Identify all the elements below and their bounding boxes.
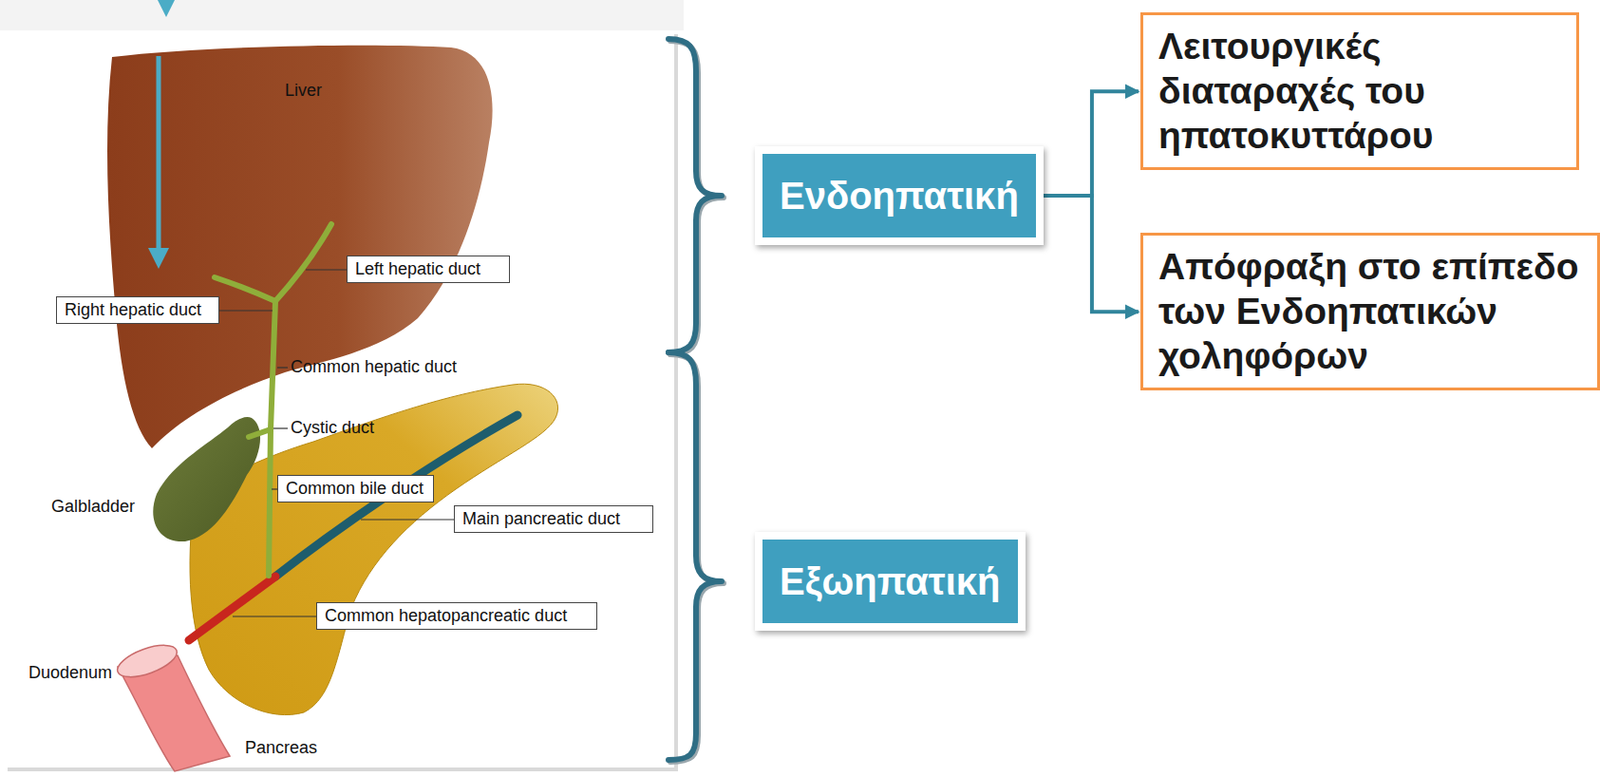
box-text: Λειτουργικές διαταραχές του ηπατοκυττάρο… — [1158, 24, 1562, 158]
illustration-panel — [3, 30, 675, 768]
brace — [668, 352, 722, 760]
brace — [668, 38, 722, 353]
box-text: Ενδοηπατική — [762, 153, 1036, 238]
incoming-arrow-tip — [157, 0, 175, 18]
part-label-box: Common hepatopancreatic duct — [316, 602, 598, 630]
part-label-box: Left hepatic duct — [346, 255, 510, 283]
part-label: Cystic duct — [290, 417, 375, 438]
cystic-duct — [248, 429, 271, 437]
liver-shape — [107, 45, 493, 449]
leader-line — [273, 427, 288, 429]
organ-label: Duodenum — [28, 662, 113, 683]
part-label-box: Main pancreatic duct — [453, 505, 654, 533]
duodenum-opening — [113, 638, 182, 683]
box-text: Main pancreatic duct — [462, 508, 645, 529]
flow-arrow — [156, 56, 162, 259]
box-text: Απόφραξη στο επίπεδο των Ενδοηπατικών χο… — [1158, 244, 1582, 378]
part-label-box: Common bile duct — [277, 474, 434, 503]
box-text: Εξωηπατική — [762, 539, 1018, 623]
leader-line — [232, 615, 317, 617]
left-duct — [275, 224, 332, 302]
flow-arrow — [1043, 91, 1139, 196]
leader-line — [305, 268, 347, 270]
cause-box: Απόφραξη στο επίπεδο των Ενδοηπατικών χο… — [1140, 232, 1600, 391]
right-duct — [214, 277, 276, 302]
part-label: Common hepatic duct — [290, 357, 457, 377]
pancreatic-duct — [275, 414, 518, 577]
flow-arrow — [1043, 195, 1139, 312]
top-band — [0, 0, 684, 31]
leader-lines — [219, 269, 454, 617]
box-text: Common bile duct — [285, 478, 426, 499]
cause-box: Λειτουργικές διαταραχές του ηπατοκυττάρο… — [1140, 12, 1580, 170]
category-box: Εξωηπατική — [754, 531, 1026, 631]
part-label-box: Right hepatic duct — [56, 296, 220, 324]
organ-label: Liver — [284, 80, 322, 101]
category-box: Ενδοηπατική — [754, 146, 1044, 245]
leader-line — [360, 518, 454, 520]
organ-label: Galbladder — [51, 496, 135, 517]
braces — [668, 38, 724, 762]
box-text: Common hepatopancreatic duct — [324, 605, 589, 626]
box-text: Left hepatic duct — [355, 259, 502, 280]
leader-line — [277, 366, 288, 368]
hepatopancreatic-duct — [188, 576, 276, 640]
organ-label: Pancreas — [244, 737, 318, 758]
gallbladder-shape — [152, 416, 261, 542]
leader-line — [219, 309, 273, 311]
bile-duct — [268, 301, 276, 576]
box-text: Right hepatic duct — [64, 300, 211, 320]
